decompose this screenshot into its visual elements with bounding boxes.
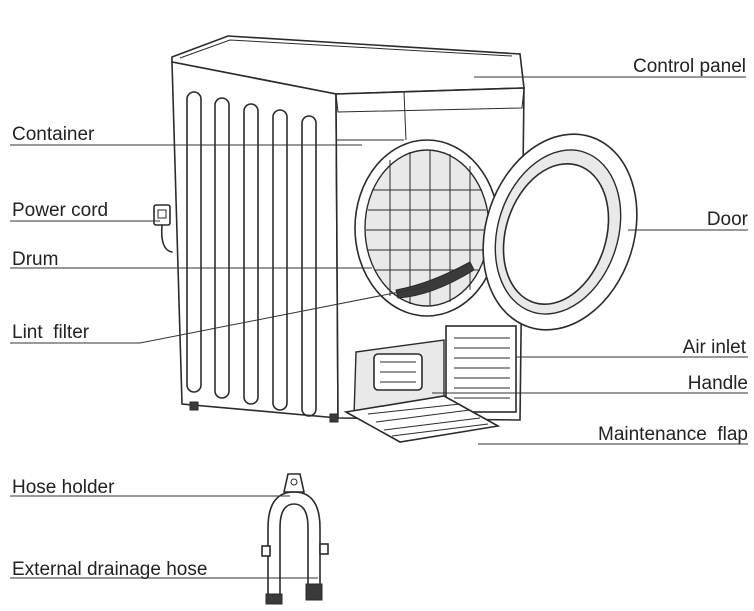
label-door: Door	[707, 209, 749, 230]
label-drum: Drum	[12, 249, 58, 270]
dryer-icon	[153, 35, 638, 443]
label-power-cord: Power cord	[12, 200, 108, 221]
label-maintenance-flap: Maintenance flap	[598, 424, 748, 445]
leader-lint-filter-diag	[139, 285, 431, 344]
label-external-drainage-hose: External drainage hose	[12, 559, 207, 580]
label-control-panel: Control panel	[633, 56, 746, 77]
label-hose-holder: Hose holder	[12, 477, 115, 498]
label-container: Container	[12, 124, 95, 145]
label-air-inlet: Air inlet	[683, 337, 747, 358]
hose-icon	[261, 473, 329, 605]
label-lint-filter: Lint filter	[12, 322, 90, 343]
label-handle: Handle	[688, 373, 748, 394]
